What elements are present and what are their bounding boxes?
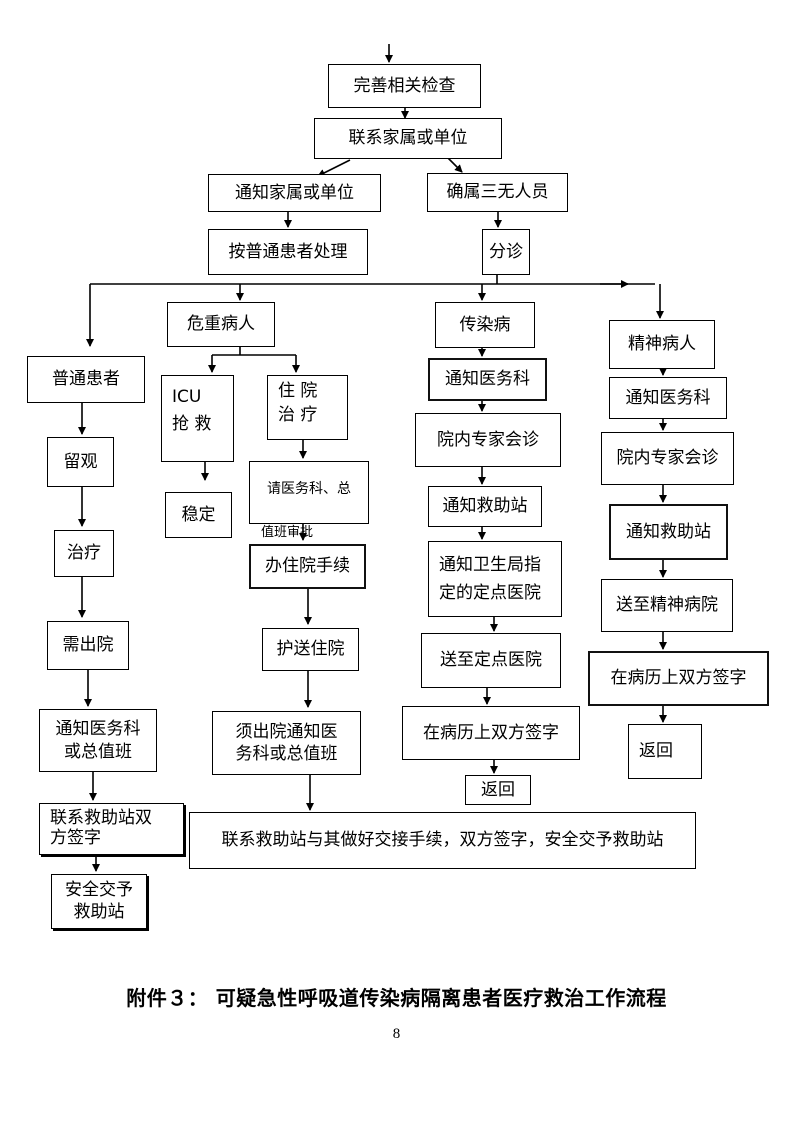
node-normal-patient: 普通患者 xyxy=(27,356,145,403)
request-approval-overflow: 值班审批 xyxy=(261,525,314,540)
node-three-none: 确属三无人员 xyxy=(427,173,568,212)
node-stable: 稳定 xyxy=(165,492,232,538)
node-treat: 治疗 xyxy=(54,530,114,577)
node-triage: 分诊 xyxy=(482,229,530,275)
node-improve-exam: 完善相关检查 xyxy=(328,64,481,108)
node-admission: 办住院手续 xyxy=(249,544,366,589)
node-men-return: 返回 xyxy=(628,724,702,779)
node-need-discharge: 需出院 xyxy=(47,621,129,670)
node-men-sign: 在病历上双方签字 xyxy=(588,651,769,706)
node-request-approval: 请医务科、总 xyxy=(249,461,369,524)
node-final-handover: 联系救助站与其做好交接手续，双方签字，安全交予救助站 xyxy=(189,812,696,869)
node-inf-notify-bureau: 通知卫生局指 定的定点医院 xyxy=(428,541,562,617)
node-mental: 精神病人 xyxy=(609,320,715,369)
node-inf-send: 送至定点医院 xyxy=(421,633,561,688)
node-inf-notify-rescue: 通知救助站 xyxy=(428,486,542,527)
node-men-notify-rescue: 通知救助站 xyxy=(609,504,728,560)
node-inf-notify-medical: 通知医务科 xyxy=(428,358,547,401)
page-number: 8 xyxy=(392,1026,401,1042)
node-safe-handover: 安全交予 救助站 xyxy=(51,874,147,929)
node-men-notify-medical: 通知医务科 xyxy=(609,377,727,419)
node-contact-rescue-sign: 联系救助站双 方签字 xyxy=(39,803,184,855)
node-normal-handling: 按普通患者处理 xyxy=(208,229,368,275)
node-men-send: 送至精神病院 xyxy=(601,579,733,632)
node-infectious: 传染病 xyxy=(435,302,535,348)
node-must-discharge-notify: 须出院通知医 务科或总值班 xyxy=(212,711,361,775)
node-critical: 危重病人 xyxy=(167,302,275,347)
node-men-consult: 院内专家会诊 xyxy=(601,432,734,485)
node-contact-family: 联系家属或单位 xyxy=(314,118,502,159)
node-inf-sign: 在病历上双方签字 xyxy=(402,706,580,760)
node-inf-return: 返回 xyxy=(465,775,531,805)
node-inf-consult: 院内专家会诊 xyxy=(415,413,561,467)
node-notify-family: 通知家属或单位 xyxy=(208,174,381,212)
node-notify-medical-or-duty: 通知医务科 或总值班 xyxy=(39,709,157,772)
node-icu: ICU 抢 救 xyxy=(161,375,234,462)
node-observe: 留观 xyxy=(47,437,114,487)
node-hospitalize: 住 院 治 疗 xyxy=(267,375,348,440)
figure-caption: 附件３： 可疑急性呼吸道传染病隔离患者医疗救治工作流程 xyxy=(126,986,667,1010)
node-escort: 护送住院 xyxy=(262,628,359,671)
